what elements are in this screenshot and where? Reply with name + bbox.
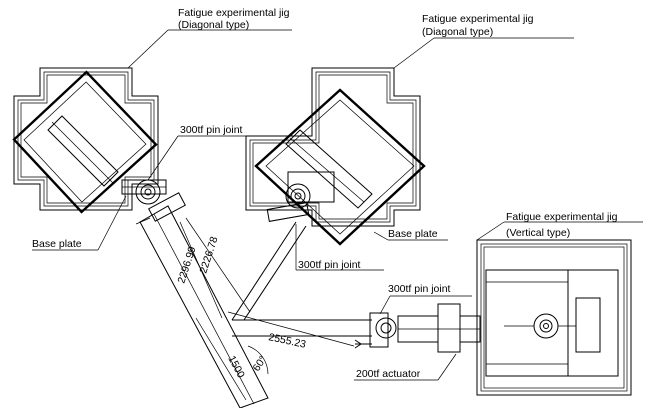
- right-jig: [476, 239, 632, 396]
- jig-right-type: (Vertical type): [506, 227, 570, 239]
- jig-right-title: Fatigue experimental jig: [506, 211, 618, 223]
- dim-2296-99: 2296.99: [175, 245, 198, 285]
- actuator-label: 200tf actuator: [356, 368, 421, 380]
- dim-1500: 1500: [225, 354, 247, 380]
- connecting-members: [135, 192, 372, 408]
- jig-mid-title: Fatigue experimental jig: [422, 13, 534, 25]
- pin-joint-right-inner-icon: [533, 313, 559, 339]
- pin-joint-mid-label: 300tf pin joint: [298, 259, 361, 271]
- base-plate-left-label: Base plate: [32, 238, 82, 250]
- jig-left-title: Fatigue experimental jig: [178, 7, 290, 19]
- jig-left-type: (Diagonal type): [178, 19, 249, 31]
- pin-joint-left-label: 300tf pin joint: [180, 124, 243, 136]
- leader-lines: [32, 29, 643, 381]
- base-plate-mid-label: Base plate: [388, 228, 438, 240]
- jig-mid-type: (Diagonal type): [422, 26, 493, 38]
- pin-joint-mid-icon: [285, 183, 311, 209]
- actuator-assembly: [354, 303, 481, 353]
- pin-joint-right-label: 300tf pin joint: [388, 283, 451, 295]
- left-jig: [12, 67, 167, 214]
- dimension-lines: [179, 217, 355, 401]
- dim-2226-78: 2226.78: [197, 235, 220, 275]
- dim-2555-23: 2555.23: [267, 331, 307, 351]
- middle-jig: [245, 67, 426, 246]
